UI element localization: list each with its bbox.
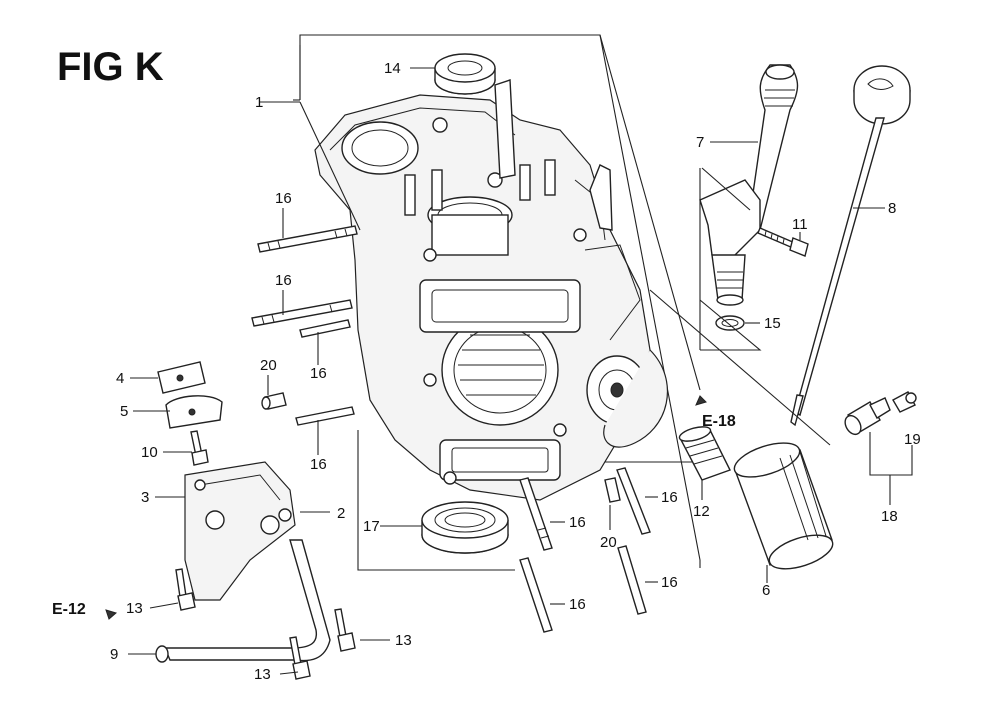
stud-bolt-16-e bbox=[519, 477, 553, 551]
stud-bolt-16-a bbox=[257, 225, 358, 253]
breather-tube-9 bbox=[155, 539, 331, 663]
callout-13-c: 13 bbox=[254, 666, 271, 683]
callout-5: 5 bbox=[120, 403, 128, 420]
callout-13-a: 13 bbox=[126, 600, 143, 617]
callout-16-h: 16 bbox=[569, 596, 586, 613]
callout-8: 8 bbox=[888, 200, 896, 217]
callout-16-e: 16 bbox=[569, 514, 586, 531]
callout-16-a: 16 bbox=[275, 190, 292, 207]
figure-title: FIG K bbox=[57, 45, 164, 89]
callout-10: 10 bbox=[141, 444, 158, 461]
callout-1: 1 bbox=[255, 94, 263, 111]
callout-16-b: 16 bbox=[275, 272, 292, 289]
callout-16-d: 16 bbox=[310, 456, 327, 473]
switch-bolt-19 bbox=[892, 391, 917, 413]
crankcase-body bbox=[314, 79, 668, 501]
bolt-10 bbox=[190, 430, 209, 466]
reference-e18: E-18 bbox=[702, 413, 736, 430]
dowel-pin-20-a bbox=[261, 392, 287, 410]
oil-seal-14 bbox=[434, 53, 496, 95]
oil-pressure-switch-18 bbox=[844, 397, 891, 436]
reference-arrows bbox=[105, 395, 707, 620]
stud-bolt-16-g bbox=[617, 545, 647, 615]
callout-20-b: 20 bbox=[600, 534, 617, 551]
bolt-13-b bbox=[334, 608, 356, 652]
callout-7: 7 bbox=[696, 134, 704, 151]
callout-2: 2 bbox=[337, 505, 345, 522]
callout-18: 18 bbox=[881, 508, 898, 525]
stud-bolt-16-f bbox=[616, 467, 651, 535]
callout-12: 12 bbox=[693, 503, 710, 520]
callout-13-b: 13 bbox=[395, 632, 412, 649]
callout-15: 15 bbox=[764, 315, 781, 332]
oil-filter-6 bbox=[733, 442, 834, 570]
callout-17: 17 bbox=[363, 518, 380, 535]
bearing-17 bbox=[421, 501, 509, 554]
callout-14: 14 bbox=[384, 60, 401, 77]
oil-filter-adapter-12 bbox=[678, 426, 731, 481]
callout-6: 6 bbox=[762, 582, 770, 599]
bolt-13-a bbox=[175, 568, 196, 611]
breather-cover-3 bbox=[184, 461, 296, 601]
callout-numbers: 1 2 3 4 5 6 7 8 9 10 11 12 13 13 13 14 1… bbox=[110, 60, 921, 683]
bolt-11 bbox=[757, 227, 809, 257]
callout-3: 3 bbox=[141, 489, 149, 506]
breather-plate-4 bbox=[157, 361, 206, 394]
stud-bolt-16-b bbox=[251, 299, 353, 327]
callout-4: 4 bbox=[116, 370, 124, 387]
callout-11: 11 bbox=[792, 216, 808, 233]
reference-e12: E-12 bbox=[52, 601, 86, 618]
stud-bolt-16-h bbox=[519, 557, 553, 633]
callout-9: 9 bbox=[110, 646, 118, 663]
breather-plate-5 bbox=[165, 395, 223, 429]
leader-lines bbox=[128, 34, 913, 675]
callout-20-a: 20 bbox=[260, 357, 277, 374]
dipstick-tube-7 bbox=[699, 64, 799, 306]
callout-16-f: 16 bbox=[661, 489, 678, 506]
o-ring-15 bbox=[715, 315, 745, 331]
callout-19: 19 bbox=[904, 431, 921, 448]
dowel-pin-20-b bbox=[604, 477, 621, 503]
callout-16-g: 16 bbox=[661, 574, 678, 591]
stud-bolt-16-d bbox=[295, 406, 355, 426]
callout-16-c: 16 bbox=[310, 365, 327, 382]
bolt-13-c bbox=[289, 636, 311, 680]
stud-bolt-16-c bbox=[299, 319, 351, 338]
dipstick-8 bbox=[790, 65, 911, 427]
